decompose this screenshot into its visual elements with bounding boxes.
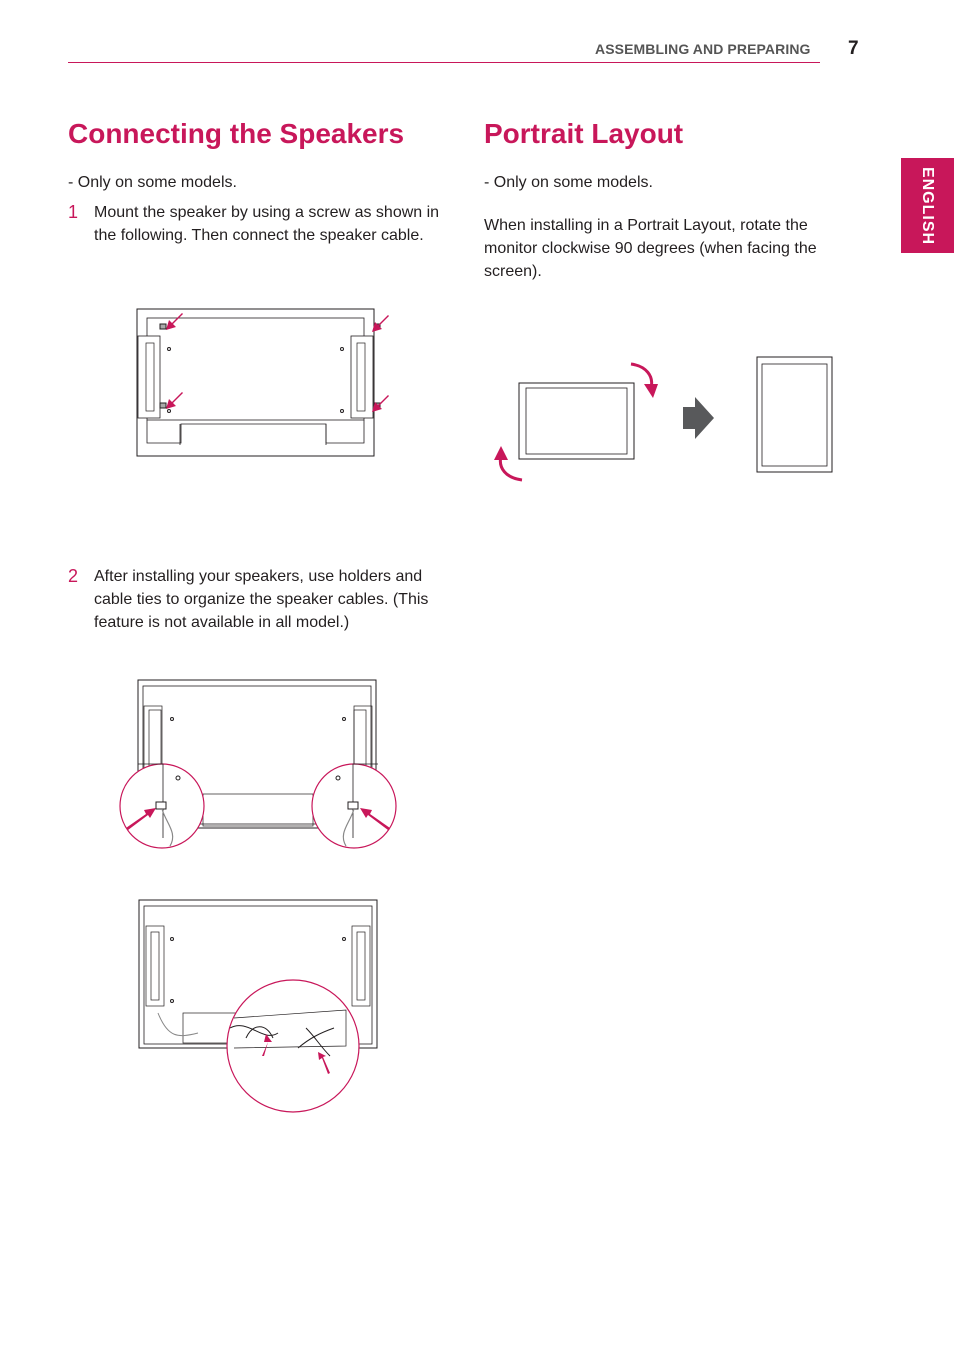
- cable-holder-figure: [119, 679, 397, 849]
- step-2-text: After installing your speakers, use hold…: [94, 568, 429, 631]
- speaker-mount-figure: [136, 308, 389, 457]
- header-divider: [68, 62, 820, 63]
- portrait-rotation-figure: [494, 356, 833, 482]
- page-number: 7: [848, 38, 859, 59]
- arrow-right-icon: [683, 397, 714, 439]
- cable-tie-figure: [138, 899, 378, 1113]
- language-tab-label: ENGLISH: [919, 166, 937, 245]
- portrait-note: - Only on some models.: [484, 174, 653, 191]
- portrait-paragraph: When installing in a Portrait Layout, ro…: [484, 217, 817, 280]
- section-heading-speakers: Connecting the Speakers: [68, 118, 405, 149]
- step-1-number: 1: [68, 202, 79, 222]
- step-1-text: Mount the speaker by using a screw as sh…: [94, 204, 440, 244]
- section-heading-portrait: Portrait Layout: [484, 118, 684, 149]
- section-title: ASSEMBLING AND PREPARING: [595, 41, 811, 57]
- step-2-number: 2: [68, 566, 79, 586]
- language-tab: ENGLISH: [901, 158, 954, 253]
- speakers-note: - Only on some models.: [68, 174, 237, 191]
